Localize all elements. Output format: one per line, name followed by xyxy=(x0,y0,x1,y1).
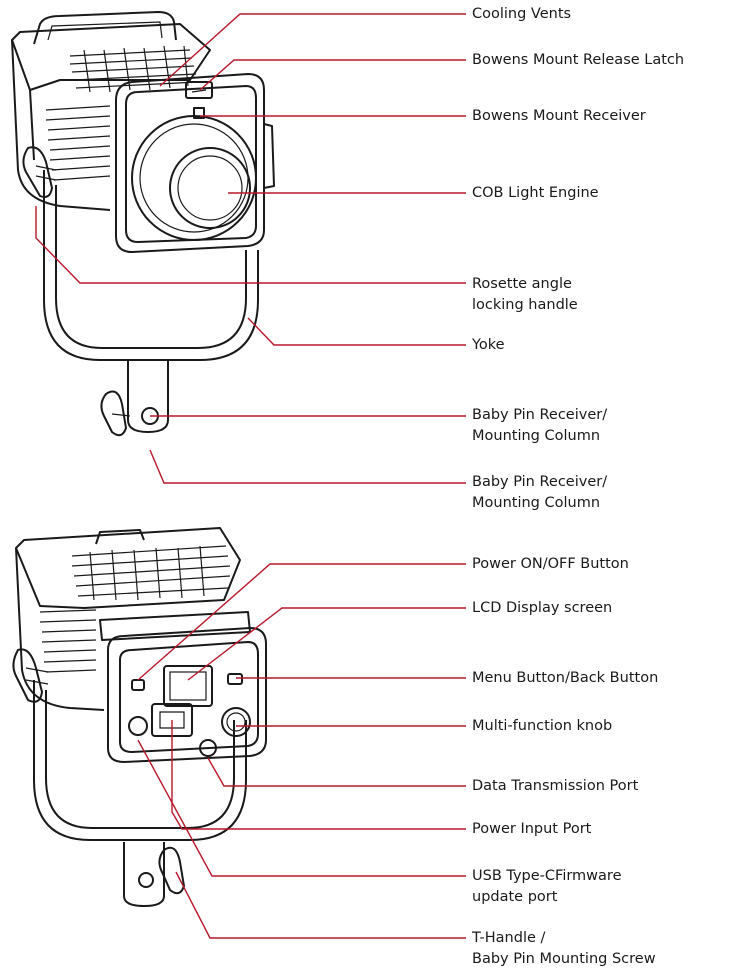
front-bowens-ring xyxy=(131,115,257,241)
leader-release-latch xyxy=(199,59,466,91)
front-top-handle xyxy=(33,11,177,45)
t-handle-label: T-Handle /Baby Pin Mounting Screw xyxy=(472,930,656,967)
leader-t-handle xyxy=(175,871,466,939)
lcd-display-label: LCD Display screen xyxy=(472,600,613,616)
back-lcd-screen xyxy=(163,665,213,707)
baby-pin-receiver-label-2: Baby Pin Receiver/Mounting Column xyxy=(472,474,608,511)
back-rosette-knob xyxy=(12,648,43,703)
back-side-fins xyxy=(39,609,97,673)
back-menu-button xyxy=(227,673,243,685)
front-yoke xyxy=(43,170,259,361)
back-view-illustration xyxy=(12,527,267,907)
front-cob-engine xyxy=(169,147,251,229)
data-transmission-port-label: Data Transmission Port xyxy=(472,778,639,794)
front-view-illustration xyxy=(11,11,275,437)
power-input-port-label: Power Input Port xyxy=(472,821,592,837)
back-top-handle xyxy=(95,529,145,545)
front-side-fins xyxy=(45,105,111,181)
front-right-knob xyxy=(263,123,275,189)
front-cooling-vent-grid xyxy=(69,45,199,93)
front-rosette-knob xyxy=(22,146,53,198)
multi-function-knob-label: Multi-function knob xyxy=(472,718,613,734)
baby-pin-receiver-label-1: Baby Pin Receiver/Mounting Column xyxy=(472,407,608,444)
leader-rosette-handle xyxy=(35,206,466,284)
cooling-vents-label: Cooling Vents xyxy=(472,6,572,22)
leader-power-button xyxy=(137,563,466,681)
front-mount-column xyxy=(127,360,169,433)
leader-lines xyxy=(35,13,466,939)
back-control-plate xyxy=(107,627,267,763)
back-data-port xyxy=(199,739,217,757)
menu-back-button-label: Menu Button/Back Button xyxy=(472,670,659,686)
leader-usb-port xyxy=(137,739,466,877)
leader-data-port xyxy=(207,757,466,787)
leader-lcd-display xyxy=(187,607,466,681)
yoke-label: Yoke xyxy=(472,337,505,353)
leader-cooling-vents xyxy=(159,13,466,87)
back-yoke xyxy=(33,680,247,841)
back-cooling-vent-grid xyxy=(71,545,231,601)
leader-yoke xyxy=(247,317,466,346)
back-housing xyxy=(15,527,241,609)
cob-light-engine-label: COB Light Engine xyxy=(472,185,599,201)
front-t-handle xyxy=(100,390,127,437)
back-mount-column xyxy=(123,842,165,907)
back-multi-function-knob xyxy=(221,707,251,737)
front-housing xyxy=(11,23,211,91)
leader-baby-pin-2 xyxy=(149,449,466,484)
front-yoke-inner xyxy=(55,185,247,349)
back-usb-port xyxy=(128,716,148,736)
front-release-latch xyxy=(185,81,213,99)
back-t-handle xyxy=(158,846,185,895)
back-power-button xyxy=(131,679,145,691)
power-button-label: Power ON/OFF Button xyxy=(472,556,629,572)
front-face-plate xyxy=(115,73,265,253)
bowens-mount-release-latch-label: Bowens Mount Release Latch xyxy=(472,52,685,68)
bowens-mount-receiver-label: Bowens Mount Receiver xyxy=(472,108,646,124)
leader-power-input xyxy=(171,720,466,830)
